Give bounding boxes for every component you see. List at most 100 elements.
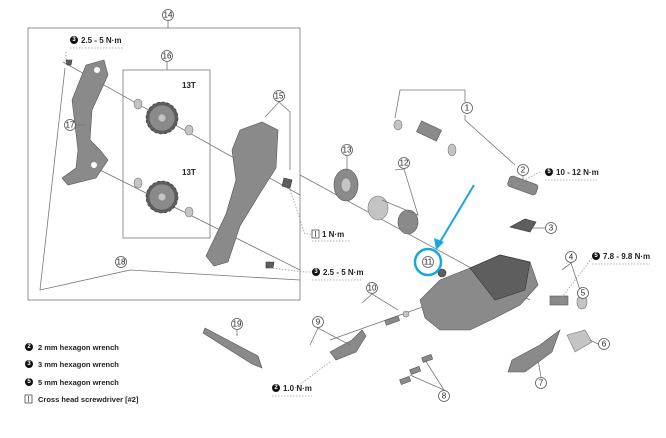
callout-6: 6 (598, 338, 610, 350)
callout-12: 12 (398, 157, 410, 169)
svg-text:7.8 - 9.8 N·m: 7.8 - 9.8 N·m (603, 252, 650, 261)
callout-5: 5 (577, 287, 589, 299)
svg-text:3: 3 (72, 37, 76, 43)
svg-text:18: 18 (117, 258, 126, 267)
torque-cable-bolt: 5 7.8 - 9.8 N·m (592, 252, 650, 265)
svg-text:7: 7 (539, 379, 544, 388)
torque-cage-bolt-bottom: 3 2.5 - 5 N·m (312, 268, 363, 281)
cage-screw (281, 177, 293, 189)
svg-text:12: 12 (400, 159, 409, 168)
bushings-12 (367, 195, 419, 235)
legend-item-2mm: 2 2 mm hexagon wrench (25, 343, 119, 352)
svg-text:3: 3 (549, 224, 554, 233)
svg-text:2: 2 (521, 166, 526, 175)
callout-8: 8 (438, 390, 450, 402)
callout-4: 4 (565, 251, 577, 263)
callout-3: 3 (545, 222, 557, 234)
svg-text:5: 5 (581, 289, 586, 298)
hex-3mm-icon (25, 360, 33, 368)
torque-guide-bolt: 2 1.0 N·m (272, 384, 312, 397)
svg-text:16: 16 (163, 52, 172, 61)
callout-1: 1 (461, 102, 473, 114)
svg-text:19: 19 (233, 320, 242, 329)
callout-2: 2 (517, 164, 529, 176)
callout-13: 13 (341, 144, 353, 156)
callout-9: 9 (312, 316, 324, 328)
cage-bolt-lower (265, 261, 275, 269)
svg-text:3: 3 (314, 269, 318, 275)
svg-text:1.0 N·m: 1.0 N·m (283, 384, 312, 393)
bracket-parts-1 (393, 119, 457, 157)
svg-text:15: 15 (275, 92, 284, 101)
torque-mount-bolt: 5 10 - 12 N·m (545, 168, 599, 181)
legend-item-3mm: 3 3 mm hexagon wrench (25, 360, 119, 369)
svg-text:2: 2 (27, 344, 31, 350)
svg-text:1: 1 (465, 104, 470, 113)
hex-5mm-icon (25, 378, 33, 386)
hex-3mm-icon (312, 268, 320, 276)
upper-pulley (133, 98, 194, 136)
svg-text:10 - 12 N·m: 10 - 12 N·m (556, 168, 599, 177)
svg-text:5: 5 (547, 169, 551, 175)
svg-text:2.5 - 5 N·m: 2.5 - 5 N·m (81, 36, 121, 45)
svg-text:10: 10 (368, 284, 377, 293)
svg-text:3: 3 (27, 361, 31, 367)
svg-text:6: 6 (602, 340, 607, 349)
svg-text:2.5 - 5 N·m: 2.5 - 5 N·m (323, 268, 363, 277)
cover-3 (509, 218, 537, 233)
svg-text:4: 4 (569, 253, 574, 262)
cover-6 (566, 329, 593, 353)
assembly-box-14 (27, 21, 301, 301)
svg-text:5 mm hexagon wrench: 5 mm hexagon wrench (38, 378, 119, 387)
callout-11: 11 (422, 256, 434, 268)
callout-17: 17 (64, 119, 76, 131)
outer-cage-plate (205, 121, 279, 267)
hex-5mm-icon (545, 168, 553, 176)
callout-16: 16 (161, 50, 173, 62)
tool-legend: 2 2 mm hexagon wrench 3 3 mm hexagon wre… (24, 343, 139, 404)
hex-2mm-icon (272, 384, 280, 392)
svg-text:17: 17 (66, 121, 75, 130)
callout-18: 18 (115, 256, 127, 268)
svg-text:1 N·m: 1 N·m (322, 230, 344, 239)
pulley-box-16 (122, 62, 211, 239)
legend-item-screwdriver: Cross head screwdriver [#2] (24, 394, 139, 404)
guard-7 (507, 329, 561, 373)
hex-5mm-icon (592, 252, 600, 260)
legend-item-5mm: 5 5 mm hexagon wrench (25, 378, 119, 387)
svg-text:2 mm hexagon wrench: 2 mm hexagon wrench (38, 343, 119, 352)
screws-8 (399, 354, 434, 385)
callout-10: 10 (366, 282, 378, 294)
svg-text:5: 5 (27, 379, 31, 385)
callout-7: 7 (535, 377, 547, 389)
torque-cage-bolt-top: 3 2.5 - 5 N·m (70, 36, 124, 49)
svg-text:13: 13 (343, 146, 352, 155)
callout-15: 15 (273, 90, 285, 102)
leader-lines (39, 52, 599, 391)
pulley-cap-13 (333, 168, 359, 202)
mounting-bolt-2 (507, 175, 539, 196)
svg-text:Cross head screwdriver [#2]: Cross head screwdriver [#2] (38, 395, 139, 404)
inner-cage-plate (61, 59, 109, 186)
callout-19: 19 (231, 318, 243, 330)
cage-bolt (65, 59, 73, 66)
svg-text:9: 9 (316, 318, 321, 327)
highlight-part-11 (413, 184, 475, 277)
pins-10 (384, 310, 410, 326)
cable-guide-9 (329, 329, 367, 361)
upper-pulley-teeth: 13T (182, 81, 196, 90)
hex-3mm-icon (70, 36, 78, 44)
callout-14: 14 (162, 9, 174, 21)
part-11-bushing (437, 268, 447, 278)
svg-text:14: 14 (164, 11, 173, 20)
lower-pulley (133, 177, 194, 218)
part-callouts: 14 16 17 18 15 13 12 1 2 3 4 5 6 7 8 9 1… (64, 9, 610, 402)
svg-text:5: 5 (594, 253, 598, 259)
svg-text:3 mm hexagon wrench: 3 mm hexagon wrench (38, 360, 119, 369)
svg-text:11: 11 (424, 258, 433, 267)
hex-2mm-icon (25, 343, 33, 351)
lower-pulley-teeth: 13T (182, 168, 196, 177)
tool-19 (202, 327, 263, 369)
svg-text:8: 8 (442, 392, 447, 401)
